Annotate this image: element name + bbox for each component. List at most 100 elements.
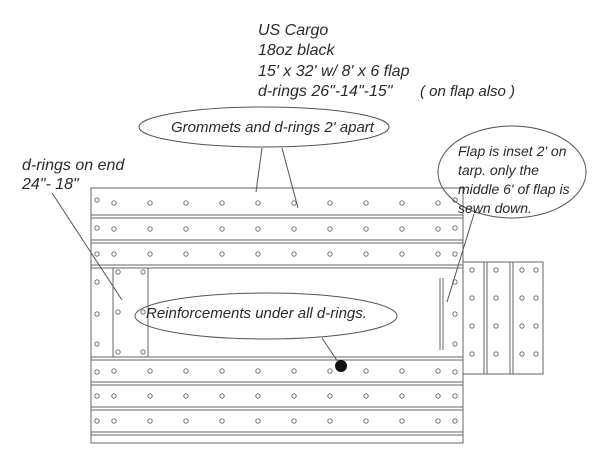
grommet bbox=[533, 351, 539, 357]
grommet bbox=[399, 418, 405, 424]
grommet bbox=[111, 226, 117, 232]
grommet bbox=[435, 368, 441, 374]
grommet bbox=[452, 341, 458, 347]
grommet bbox=[399, 226, 405, 232]
grommet bbox=[219, 393, 225, 399]
grommet bbox=[452, 251, 458, 257]
spec-size: 15' x 32' w/ 8' x 6 flap bbox=[258, 63, 410, 80]
end-drings-label-line2: 24"- 18" bbox=[22, 176, 79, 193]
grommet bbox=[519, 295, 525, 301]
grommet bbox=[435, 251, 441, 257]
grommet bbox=[111, 418, 117, 424]
spec-material: 18oz black bbox=[258, 42, 335, 59]
grommet bbox=[493, 267, 499, 273]
grommet bbox=[399, 200, 405, 206]
grommet bbox=[469, 323, 475, 329]
grommet bbox=[183, 393, 189, 399]
grommet bbox=[147, 393, 153, 399]
grommets bbox=[94, 197, 539, 424]
reinforcement-callout-ellipse bbox=[134, 292, 398, 340]
grommet bbox=[255, 226, 261, 232]
grommet bbox=[183, 418, 189, 424]
grommet bbox=[255, 393, 261, 399]
grommet bbox=[363, 368, 369, 374]
spec-title: US Cargo bbox=[258, 22, 329, 39]
grommet bbox=[469, 295, 475, 301]
grommet bbox=[327, 251, 333, 257]
grommet bbox=[255, 251, 261, 257]
grommet bbox=[183, 368, 189, 374]
grommet bbox=[399, 393, 405, 399]
grommet bbox=[363, 251, 369, 257]
grommet bbox=[94, 197, 100, 203]
grommet bbox=[452, 393, 458, 399]
tarp-body bbox=[90, 187, 464, 444]
grommet bbox=[111, 393, 117, 399]
grommet bbox=[493, 295, 499, 301]
grommet bbox=[363, 393, 369, 399]
grommet bbox=[147, 200, 153, 206]
grommet bbox=[327, 226, 333, 232]
grommet bbox=[94, 225, 100, 231]
grommet bbox=[452, 311, 458, 317]
grommet bbox=[140, 309, 146, 315]
d-ring-marker bbox=[335, 360, 347, 372]
grommet bbox=[291, 368, 297, 374]
grommet bbox=[519, 267, 525, 273]
grommet bbox=[327, 368, 333, 374]
grommet bbox=[94, 369, 100, 375]
grommet bbox=[147, 368, 153, 374]
grommet bbox=[111, 251, 117, 257]
grommet bbox=[111, 200, 117, 206]
grommet bbox=[94, 418, 100, 424]
grommet bbox=[435, 393, 441, 399]
grommet bbox=[519, 351, 525, 357]
tarp-seams bbox=[91, 214, 463, 436]
grommet bbox=[147, 418, 153, 424]
grommet bbox=[291, 200, 297, 206]
grommet bbox=[533, 267, 539, 273]
grommet bbox=[452, 418, 458, 424]
grommet bbox=[183, 251, 189, 257]
grommet bbox=[140, 269, 146, 275]
spec-drings: d-rings 26"-14"-15" bbox=[258, 83, 393, 100]
grommet bbox=[399, 251, 405, 257]
grommet bbox=[452, 369, 458, 375]
grommet bbox=[399, 368, 405, 374]
grommet bbox=[183, 200, 189, 206]
grommet bbox=[435, 200, 441, 206]
grommet bbox=[147, 226, 153, 232]
grommet bbox=[291, 251, 297, 257]
grommet bbox=[219, 368, 225, 374]
reinforcement-callout-label: Reinforcements under all d-rings. bbox=[146, 305, 367, 322]
grommet bbox=[469, 267, 475, 273]
grommet bbox=[519, 323, 525, 329]
grommet bbox=[327, 393, 333, 399]
grommet bbox=[255, 200, 261, 206]
grommet bbox=[363, 418, 369, 424]
end-reinforcement-panel bbox=[112, 267, 149, 358]
grommet bbox=[94, 279, 100, 285]
grommet bbox=[115, 349, 121, 355]
grommet bbox=[291, 418, 297, 424]
grommet bbox=[147, 251, 153, 257]
grommet bbox=[327, 418, 333, 424]
grommet bbox=[219, 226, 225, 232]
grommet bbox=[469, 351, 475, 357]
grommet bbox=[533, 295, 539, 301]
grommet bbox=[493, 323, 499, 329]
grommets-callout-label: Grommets and d-rings 2' apart bbox=[171, 119, 374, 136]
grommet bbox=[291, 393, 297, 399]
grommet bbox=[115, 309, 121, 315]
grommet bbox=[435, 226, 441, 232]
grommet bbox=[435, 418, 441, 424]
flap-inset-callout-label: Flap is inset 2' on tarp. only the middl… bbox=[458, 143, 570, 216]
flap-outline bbox=[462, 261, 544, 375]
end-drings-label-line1: d-rings on end bbox=[22, 157, 125, 174]
grommets-callout-ellipse bbox=[138, 106, 390, 148]
grommet bbox=[111, 368, 117, 374]
grommet bbox=[327, 200, 333, 206]
grommet bbox=[219, 200, 225, 206]
